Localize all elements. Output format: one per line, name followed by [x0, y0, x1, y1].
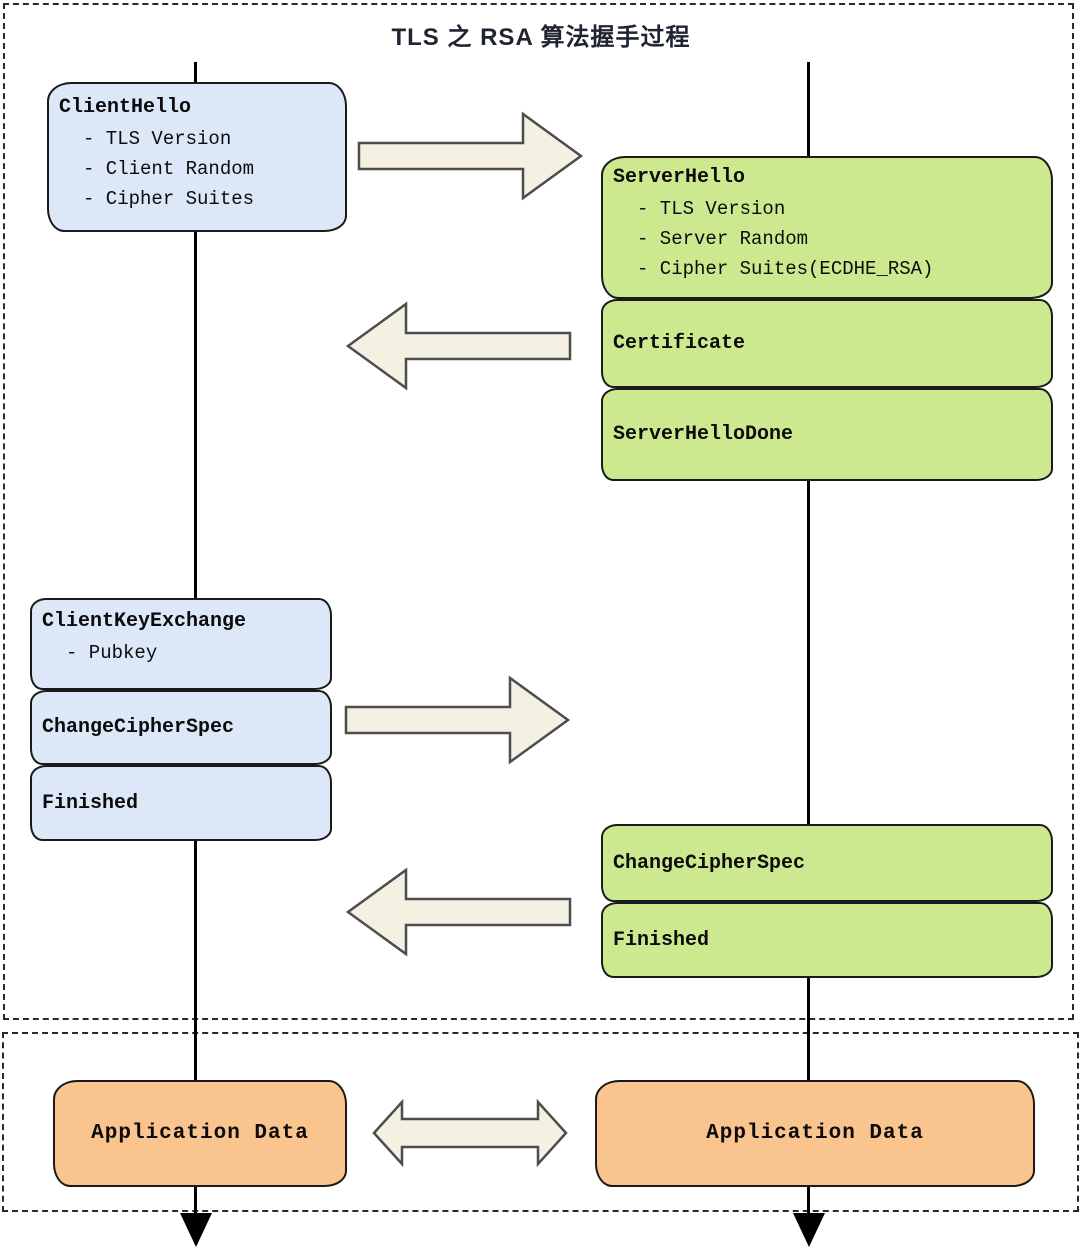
- arrow-client-to-server-hello-icon: [357, 111, 584, 201]
- client-change-cipher-spec-box: ChangeCipherSpec: [30, 690, 332, 765]
- client-finished-label: Finished: [42, 791, 139, 815]
- handshake-section-border: [3, 3, 1074, 1020]
- server-lifeline: [807, 62, 810, 1213]
- client-finished-box: Finished: [30, 765, 332, 841]
- server-hello-item-tls-version: - TLS Version: [637, 198, 786, 220]
- client-application-data-label: Application Data: [91, 1122, 309, 1145]
- client-hello-item-client-random: - Client Random: [83, 158, 255, 180]
- server-hello-item-server-random: - Server Random: [637, 228, 809, 250]
- certificate-label: Certificate: [613, 332, 746, 355]
- server-finished-box: Finished: [601, 902, 1053, 978]
- client-hello-item-cipher-suites: - Cipher Suites: [83, 188, 255, 210]
- diagram-title: TLS 之 RSA 算法握手过程: [391, 24, 691, 51]
- client-hello-item-tls-version: - TLS Version: [83, 128, 232, 150]
- server-hello-done-label: ServerHelloDone: [613, 423, 794, 446]
- client-key-exchange-box: ClientKeyExchange - Pubkey: [30, 598, 332, 690]
- arrow-server-to-client-finished-icon: [345, 867, 572, 957]
- client-change-cipher-spec-label: ChangeCipherSpec: [42, 716, 235, 739]
- arrow-client-to-server-keyexchange-icon: [344, 675, 571, 765]
- server-application-data-box: Application Data: [595, 1080, 1035, 1187]
- server-change-cipher-spec-label: ChangeCipherSpec: [613, 851, 806, 875]
- client-application-data-box: Application Data: [53, 1080, 347, 1187]
- server-lifeline-arrowhead-icon: [793, 1213, 825, 1247]
- certificate-box: Certificate: [601, 299, 1053, 388]
- server-hello-title: ServerHello: [613, 166, 746, 189]
- server-change-cipher-spec-box: ChangeCipherSpec: [601, 824, 1053, 902]
- server-hello-item-cipher-suites: - Cipher Suites(ECDHE_RSA): [637, 258, 934, 280]
- server-hello-done-box: ServerHelloDone: [601, 388, 1053, 481]
- application-data-section-border: [2, 1032, 1079, 1212]
- arrow-server-to-client-certificate-icon: [345, 301, 572, 391]
- client-key-exchange-item-pubkey: - Pubkey: [66, 642, 158, 664]
- arrow-application-data-bidirectional-icon: [372, 1098, 568, 1168]
- client-hello-box: ClientHello - TLS Version - Client Rando…: [47, 82, 347, 232]
- client-hello-title: ClientHello: [59, 96, 192, 119]
- server-hello-box: ServerHello - TLS Version - Server Rando…: [601, 156, 1053, 299]
- client-lifeline-arrowhead-icon: [180, 1213, 212, 1247]
- server-application-data-label: Application Data: [706, 1122, 924, 1145]
- server-finished-label: Finished: [613, 928, 710, 952]
- client-key-exchange-title: ClientKeyExchange: [42, 610, 247, 633]
